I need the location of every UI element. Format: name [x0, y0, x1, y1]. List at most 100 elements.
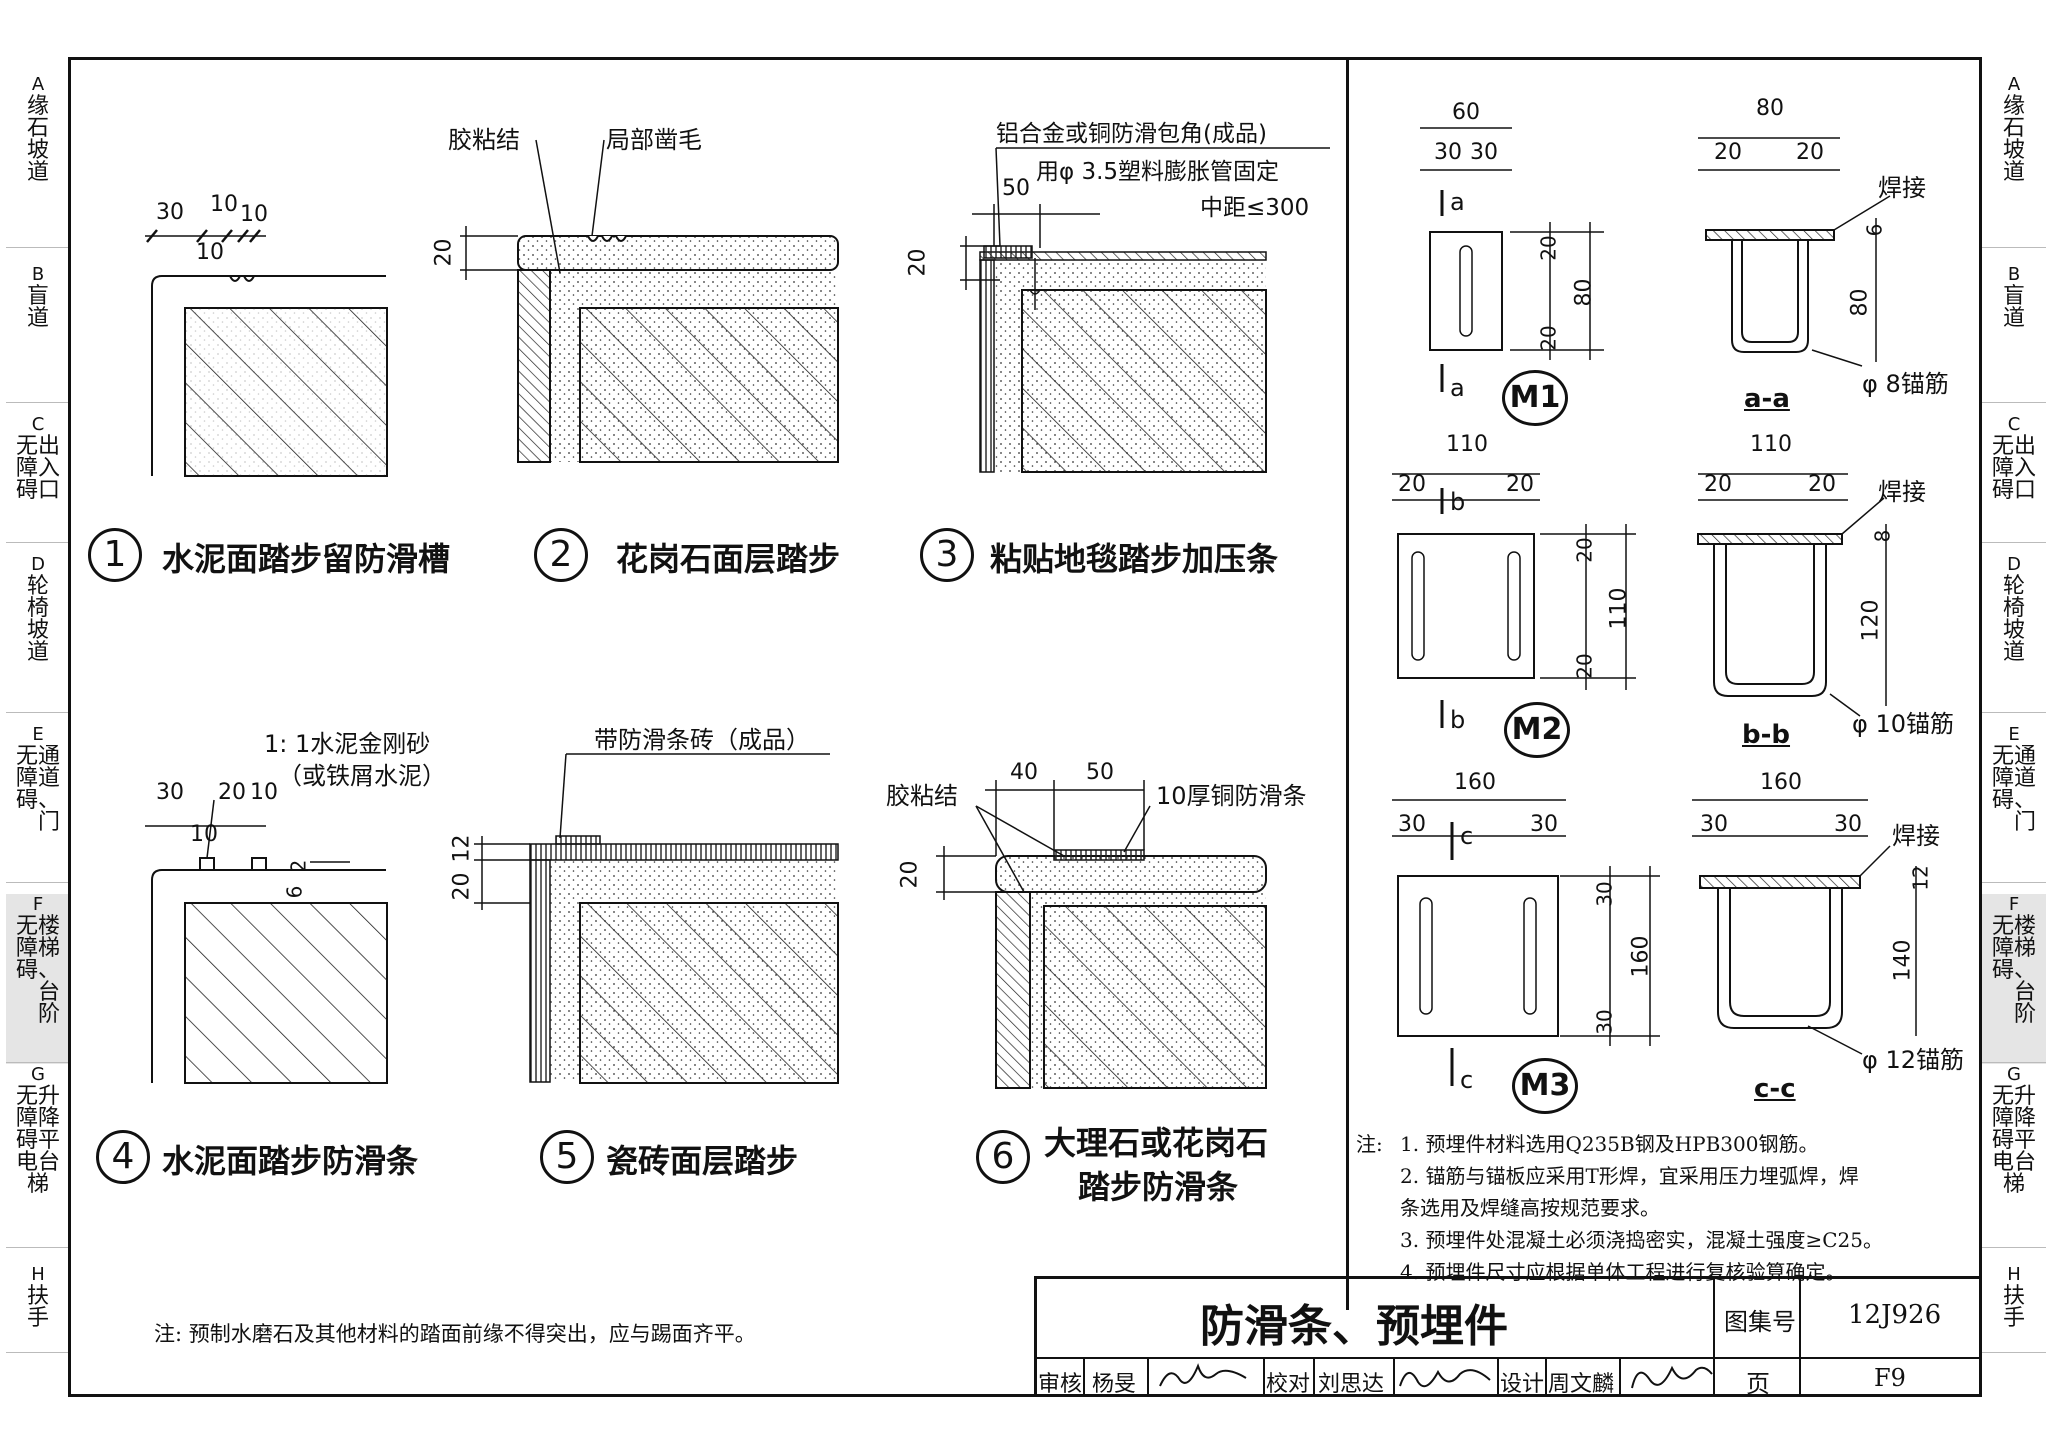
d6-dim-50: 50: [1086, 760, 1114, 785]
d5-callout-1: 带防滑条砖（成品）: [594, 726, 810, 754]
m3-section-label: c-c: [1754, 1074, 1796, 1104]
right-tab-text: 碍、: [1991, 788, 2036, 813]
note-right-3: 条选用及焊缝高按规范要求。: [1400, 1196, 1660, 1220]
d4-callout-1: 1: 1水泥金刚砂: [264, 730, 431, 758]
right-tab-text: 椅: [2002, 596, 2025, 621]
frame-divider: [1346, 57, 1349, 1310]
notes-right-label: 注:: [1356, 1132, 1383, 1156]
right-tab-text: 无通: [1991, 744, 2036, 769]
left-tab-text: 无升: [15, 1084, 60, 1109]
right-tab-text: 缘: [2002, 94, 2025, 119]
left-tab-separator: [6, 542, 70, 543]
d3-callout-1: 铝合金或铜防滑包角(成品): [996, 121, 1267, 147]
detail-5-title: 瓷砖面层踏步: [606, 1142, 799, 1180]
drawing-title: 防滑条、预埋件: [1200, 1301, 1508, 1352]
m2-sec-thickness: 8: [1870, 529, 1895, 543]
d2-callout-glue: 胶粘结: [448, 126, 520, 154]
m1-cut-bottom: a: [1450, 374, 1465, 402]
detail-3-drawing: [960, 147, 1330, 473]
d3-dim-20: 20: [905, 248, 931, 277]
m2-sec-sub-2: 20: [1808, 472, 1836, 497]
d6-callout-glue: 胶粘结: [886, 782, 958, 810]
left-tab-text: 轮: [26, 574, 49, 599]
left-tab-text: 坡: [26, 138, 49, 163]
right-tab-text: 坡: [2002, 618, 2025, 643]
left-tab-text: 碍、: [15, 958, 60, 983]
m3-sec-thickness: 12: [1908, 865, 1933, 891]
left-tab-separator: [6, 1062, 70, 1063]
d4-dim-10a: 10: [250, 780, 278, 805]
right-tab-letter: F: [2008, 894, 2020, 915]
detail-2-title: 花岗石面层踏步: [616, 540, 841, 578]
right-tab-separator: [1982, 1247, 2046, 1248]
d1-dim-30: 30: [156, 200, 184, 225]
embed-m2-drawing: [1392, 473, 1887, 728]
d3-callout-3: 中距≤300: [1200, 195, 1310, 221]
detail-4-title: 水泥面踏步防滑条: [162, 1142, 419, 1180]
left-tab-text: 道: [26, 160, 49, 185]
d5-dim-20: 20: [449, 872, 475, 901]
right-tab-text: 障降: [1991, 1106, 2036, 1131]
left-tab-text: 梯: [26, 1172, 49, 1197]
check-name: 刘思达: [1318, 1372, 1385, 1397]
m1-h-dim-1: 20: [1536, 235, 1561, 261]
left-tab-text: 碍口: [15, 478, 60, 503]
m2-plate-sub-2: 20: [1506, 472, 1534, 497]
right-tab-letter: G: [2007, 1064, 2021, 1085]
m2-h-dim-2: 110: [1606, 587, 1632, 630]
left-tab-letter: G: [31, 1064, 45, 1085]
m1-sec-width: 80: [1756, 96, 1784, 121]
m1-h-dim-2: 80: [1571, 278, 1597, 307]
m3-h-dim-1: 30: [1592, 881, 1617, 907]
right-tab-text: 盲: [2002, 284, 2025, 309]
right-tab-text: 障梯: [1991, 936, 2036, 961]
m1-sec-height: 80: [1847, 288, 1873, 317]
right-tab-separator: [1982, 882, 2046, 883]
left-tab-text: 手: [26, 1306, 49, 1331]
detail-5-drawing: [474, 753, 839, 1084]
d4-dim-10b: 10: [190, 822, 218, 847]
left-tab-text: 椅: [26, 596, 49, 621]
right-tab-letter: E: [2008, 724, 2020, 745]
d4-callout-2: （或铁屑水泥）: [278, 762, 446, 790]
m2-anchor: φ 10锚筋: [1852, 710, 1954, 738]
m3-plate-sub-2: 30: [1530, 812, 1558, 837]
left-tab-separator: [6, 712, 70, 713]
left-tab-separator: [6, 1247, 70, 1248]
right-tab-text: 石: [2002, 116, 2025, 141]
detail-1-title: 水泥面踏步留防滑槽: [162, 540, 451, 578]
left-tab-text: 门: [15, 810, 60, 835]
right-tab-text: 坡: [2002, 138, 2025, 163]
right-tab-letter: D: [2007, 554, 2021, 575]
right-tab-text: 扶: [2002, 1284, 2025, 1309]
m1-plate-sub-2: 30: [1470, 140, 1498, 165]
right-tab-text: 电台: [1991, 1150, 2036, 1175]
left-tab-text: 无楼: [15, 914, 60, 939]
review-name: 杨旻: [1092, 1372, 1137, 1397]
d2-dim-20: 20: [431, 238, 457, 267]
right-tab-text: 碍口: [1991, 478, 2036, 503]
d6-callout-copper: 10厚铜防滑条: [1156, 782, 1307, 810]
review-label: 审核: [1038, 1372, 1083, 1397]
left-tab-letter: B: [31, 264, 45, 285]
d6-dim-40: 40: [1010, 760, 1038, 785]
m1-sec-sub-2: 20: [1796, 140, 1824, 165]
left-tab-text: 道: [26, 640, 49, 665]
left-tab-separator: [6, 882, 70, 883]
design-label: 设计: [1500, 1372, 1545, 1397]
left-tab-text: 阶: [15, 1002, 60, 1027]
left-tab-letter: A: [31, 74, 45, 95]
left-tab-text: 坡: [26, 618, 49, 643]
right-tab-separator: [1982, 542, 2046, 543]
m3-cut-bottom: c: [1460, 1066, 1474, 1094]
m3-sec-height: 140: [1890, 939, 1916, 982]
atlas-number: 12J926: [1848, 1300, 1942, 1330]
